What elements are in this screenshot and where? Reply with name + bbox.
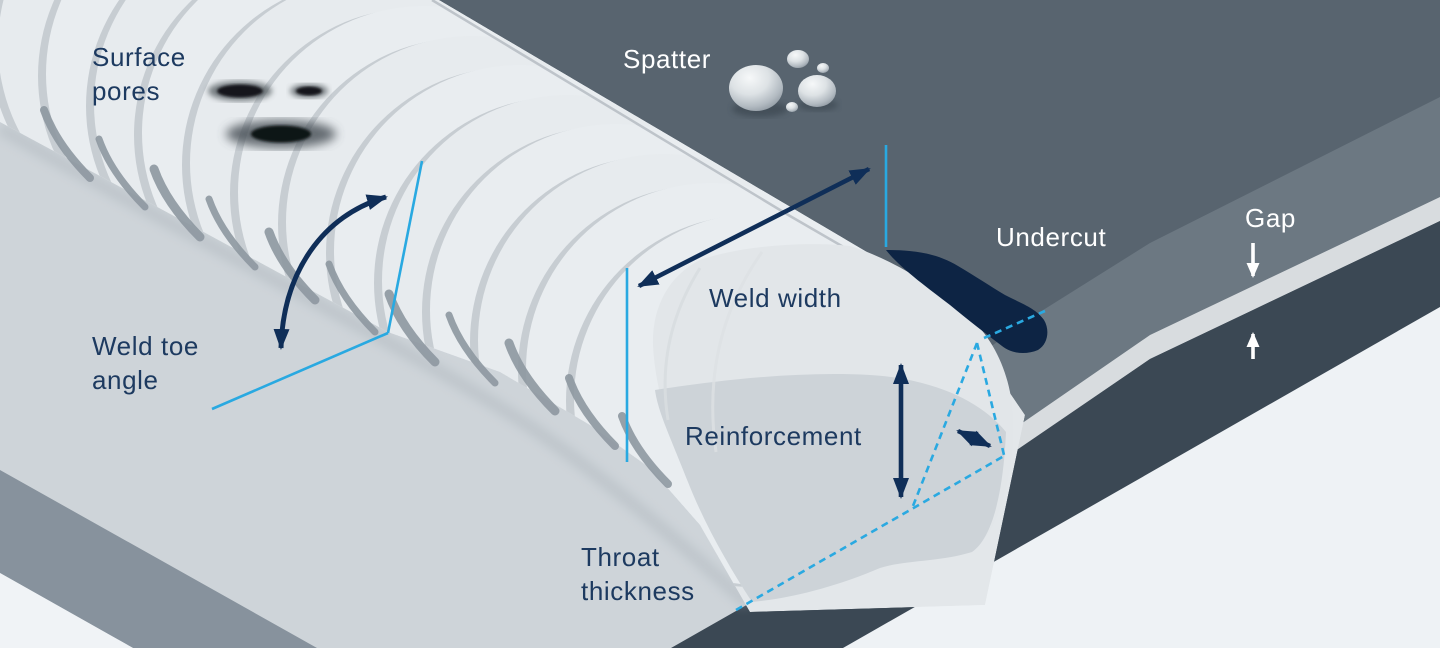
background-lower-left bbox=[0, 573, 133, 648]
label-throat-thickness-line2: thickness bbox=[581, 576, 695, 606]
weld-toe-shadow bbox=[0, 122, 753, 609]
label-throat-thickness: Throat thickness bbox=[581, 540, 695, 608]
label-spatter: Spatter bbox=[623, 44, 712, 74]
surface-pores-defect bbox=[208, 81, 336, 148]
throat-thickness-arrow bbox=[956, 429, 992, 448]
top-plate-bevel-edge bbox=[960, 97, 1440, 466]
spatter-droplets bbox=[729, 50, 838, 117]
label-surface-pores-line2: pores bbox=[92, 76, 161, 106]
label-weld-width: Weld width bbox=[709, 283, 842, 313]
label-undercut: Undercut bbox=[996, 222, 1107, 252]
label-surface-pores: Surface pores bbox=[92, 40, 186, 108]
left-plate-front-edge bbox=[0, 470, 317, 648]
weld-width-arrow bbox=[637, 166, 871, 289]
label-reinforcement: Reinforcement bbox=[685, 421, 862, 451]
label-gap: Gap bbox=[1245, 203, 1296, 233]
label-throat-thickness-line1: Throat bbox=[581, 542, 660, 572]
throat-dashed-lines bbox=[735, 309, 1046, 612]
weld-width-guides bbox=[625, 145, 888, 462]
label-surface-pores-line1: Surface bbox=[92, 42, 186, 72]
label-weld-toe-angle-line2: angle bbox=[92, 365, 159, 395]
label-weld-toe-angle-line1: Weld toe bbox=[92, 331, 199, 361]
label-weld-toe-angle: Weld toe angle bbox=[92, 329, 199, 397]
gap-strip bbox=[960, 197, 1440, 490]
left-plate-surface bbox=[0, 122, 750, 648]
weld-toe-angle-arrow bbox=[273, 194, 388, 350]
weld-end-face-shading bbox=[655, 374, 1006, 602]
